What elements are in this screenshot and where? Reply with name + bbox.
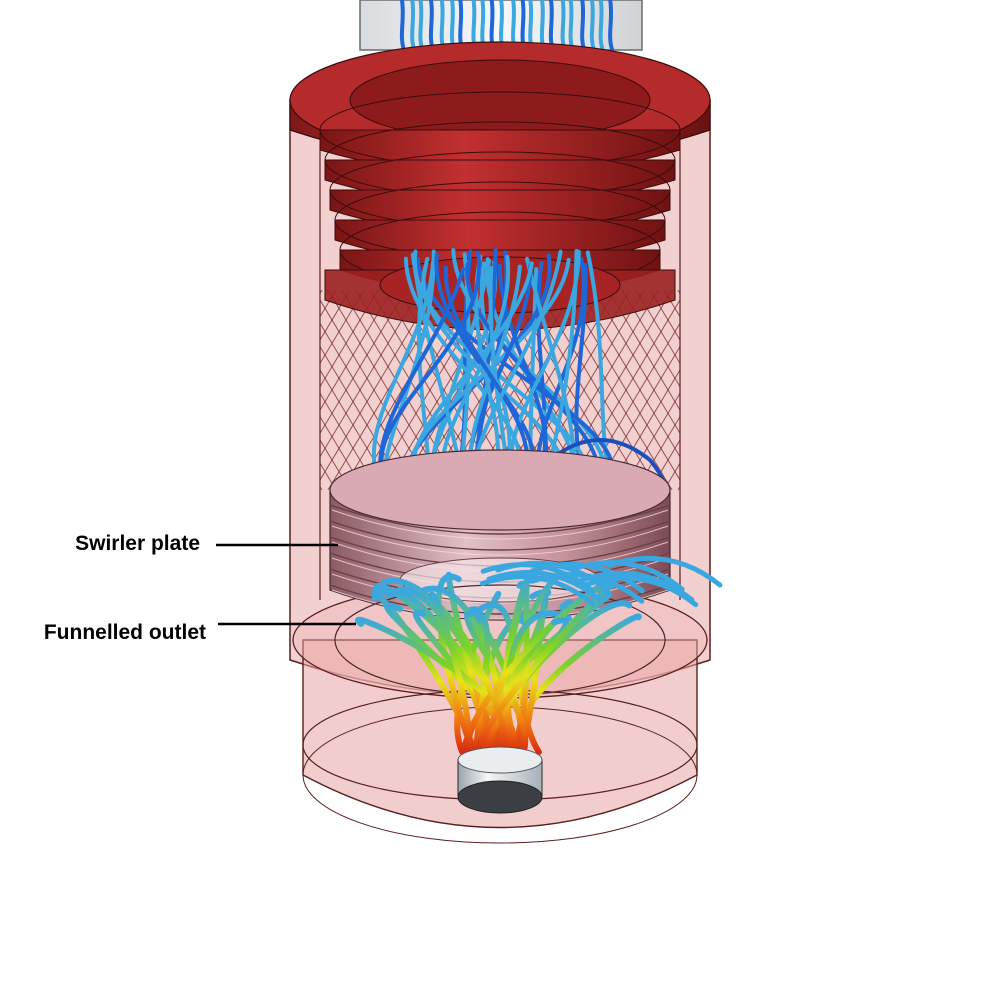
upper-streamlines: [371, 248, 668, 507]
outlet-pipe: [457, 746, 543, 814]
funnelled-outlet-label: Funnelled outlet: [43, 621, 206, 644]
swirling-streamlines: [355, 555, 723, 755]
swirler-plate-label: Swirler plate: [75, 532, 200, 555]
